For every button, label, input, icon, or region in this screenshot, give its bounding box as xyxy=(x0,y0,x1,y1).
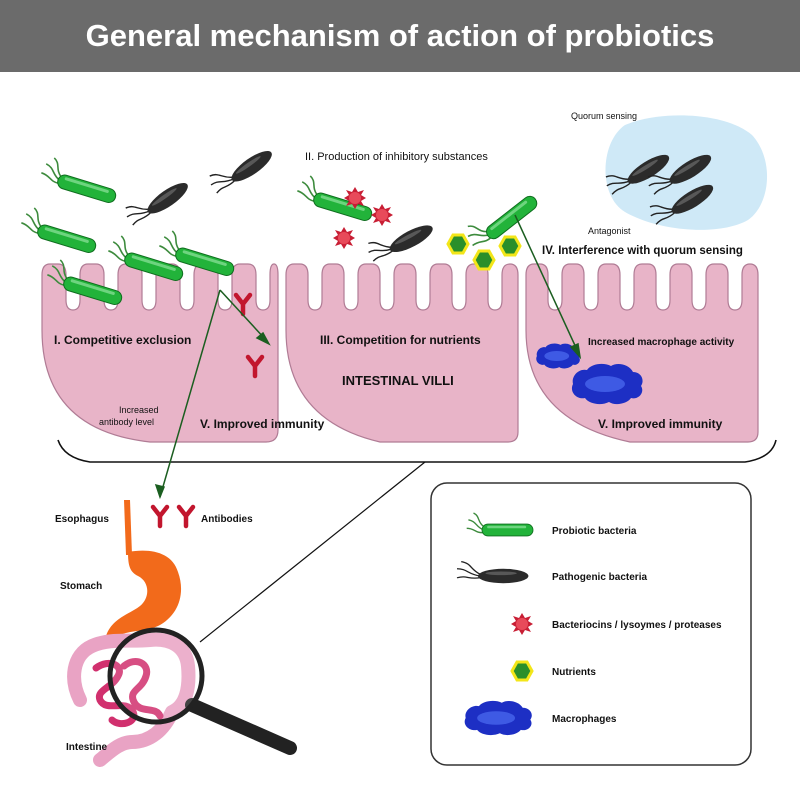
zoom-line xyxy=(199,461,426,643)
legend-nutrient-icon xyxy=(510,660,534,682)
antibodies-label: Antibodies xyxy=(201,514,253,525)
small-intestine xyxy=(92,658,164,728)
quorum-sensing-label: Quorum sensing xyxy=(571,111,637,121)
legend-pathogen-label: Pathogenic bacteria xyxy=(552,572,647,583)
nutrient-icon xyxy=(472,249,496,271)
title-bar: General mechanism of action of probiotic… xyxy=(0,0,800,72)
digestive-tract xyxy=(67,500,196,767)
probiotic-bacterium-icon xyxy=(37,154,123,206)
stomach xyxy=(106,550,182,642)
antibody-icon xyxy=(179,507,193,526)
inhibitory-substances-label: II. Production of inhibitory substances xyxy=(305,151,488,163)
antagonist-label: Antagonist xyxy=(588,226,631,236)
esophagus xyxy=(124,500,132,555)
immunity-arrows xyxy=(154,214,582,500)
legend-macrophages-label: Macrophages xyxy=(552,714,617,725)
colon xyxy=(67,632,196,767)
improved-immunity-label-left: V. Improved immunity xyxy=(200,417,325,431)
pathogenic-bacterium-icon xyxy=(121,170,193,231)
nutrient-icon xyxy=(446,233,470,255)
esophagus-label: Esophagus xyxy=(55,514,109,525)
pathogenic-bacterium-icon xyxy=(205,138,277,199)
villi-block-middle xyxy=(285,263,519,443)
legend-bacteriocins-label: Bacteriocins / lysoymes / proteases xyxy=(552,620,722,631)
antibody-level-label-1: Increased xyxy=(119,405,159,415)
bacteriocin-icon xyxy=(371,204,393,226)
intestinal-villi-label: INTESTINAL VILLI xyxy=(342,373,454,388)
antibody-icon xyxy=(153,507,167,526)
competitive-exclusion-label: I. Competitive exclusion xyxy=(54,333,191,347)
nutrient-icon xyxy=(498,235,522,257)
magnifying-glass-icon xyxy=(107,627,297,755)
intestine-label: Intestine xyxy=(66,742,108,753)
villi-block-left xyxy=(41,263,279,443)
bacteriocin-icon xyxy=(333,227,355,249)
quorum-interference-label: IV. Interference with quorum sensing xyxy=(542,245,743,257)
legend-box xyxy=(430,482,752,766)
legend-probiotic-label: Probiotic bacteria xyxy=(552,526,637,537)
improved-immunity-label-right: V. Improved immunity xyxy=(598,417,723,431)
legend-nutrients-label: Nutrients xyxy=(552,667,596,678)
macrophage-activity-label: Increased macrophage activity xyxy=(588,337,735,348)
stomach-label: Stomach xyxy=(60,581,102,592)
zoom-bracket xyxy=(57,439,777,463)
antibody-level-label-2: antibody level xyxy=(99,417,154,427)
competition-nutrients-label: III. Competition for nutrients xyxy=(320,333,481,347)
page-title: General mechanism of action of probiotic… xyxy=(85,18,715,53)
probiotic-bacterium-icon xyxy=(17,204,103,256)
